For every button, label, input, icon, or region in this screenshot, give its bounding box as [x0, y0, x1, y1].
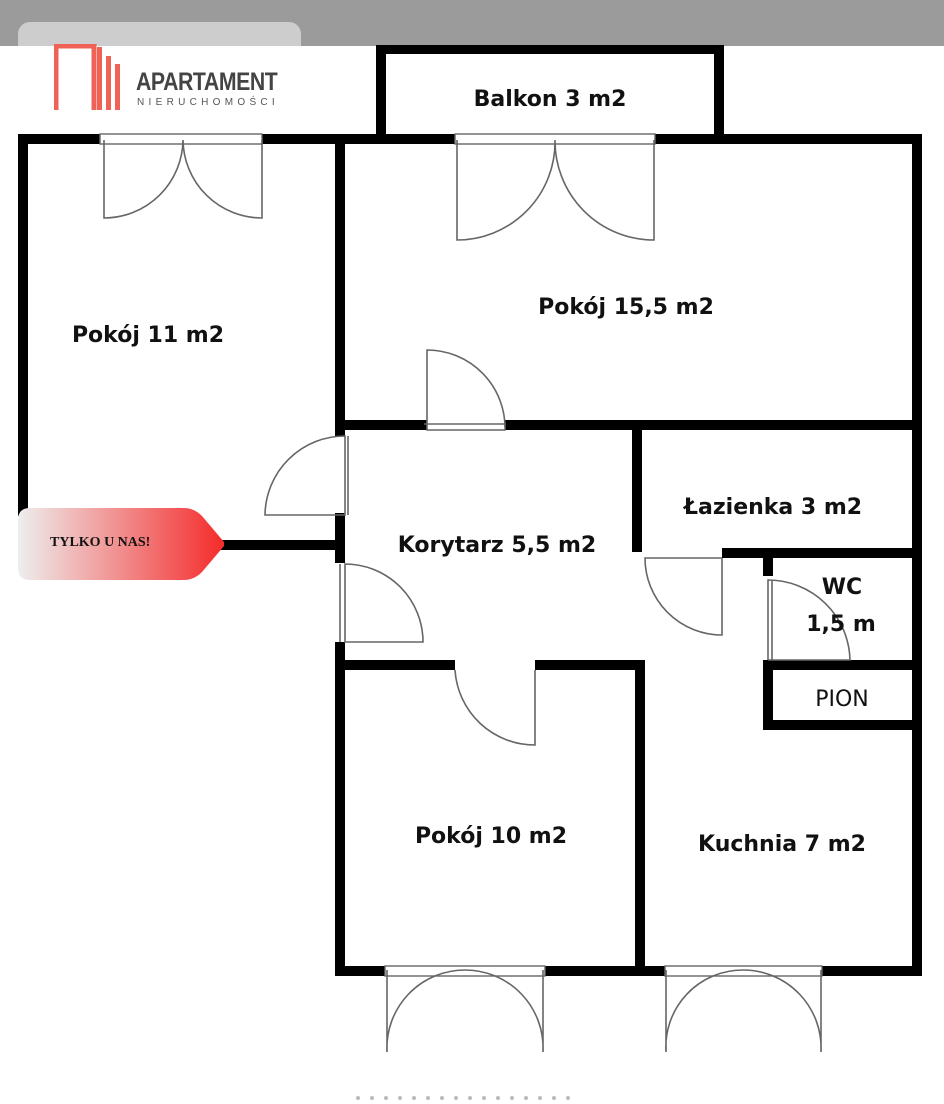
label-pion: PION — [815, 687, 869, 712]
label-wc-area: 1,5 m — [806, 612, 876, 637]
window-pokoj-10 — [384, 965, 546, 1053]
doors — [264, 349, 851, 746]
pagination-dot[interactable] — [412, 1096, 416, 1100]
label-lazienka: Łazienka 3 m2 — [683, 495, 862, 520]
logo-title: APARTAMENT — [136, 68, 278, 96]
label-wc: WC — [822, 575, 862, 600]
tab-shape — [18, 22, 301, 46]
pagination-dot[interactable] — [538, 1096, 542, 1100]
pagination-dot[interactable] — [384, 1096, 388, 1100]
label-balkon: Balkon 3 m2 — [474, 87, 627, 112]
label-pokoj-10: Pokój 10 m2 — [415, 824, 567, 849]
label-korytarz: Korytarz 5,5 m2 — [398, 533, 597, 558]
pagination-dot[interactable] — [496, 1096, 500, 1100]
pagination-dot[interactable] — [440, 1096, 444, 1100]
label-pokoj-15: Pokój 15,5 m2 — [538, 295, 714, 320]
window-pokoj-15 — [454, 133, 656, 241]
pagination-dot[interactable] — [356, 1096, 360, 1100]
pagination-dots[interactable] — [356, 1096, 570, 1100]
pagination-dot[interactable] — [566, 1096, 570, 1100]
logo-subtitle: NIERUCHOMOŚCI — [137, 97, 280, 108]
pagination-dot[interactable] — [454, 1096, 458, 1100]
label-kuchnia: Kuchnia 7 m2 — [698, 832, 866, 857]
window-kuchnia — [664, 965, 823, 1053]
walls — [18, 45, 922, 976]
pagination-dot[interactable] — [524, 1096, 528, 1100]
pagination-dot[interactable] — [426, 1096, 430, 1100]
pagination-dot[interactable] — [552, 1096, 556, 1100]
pagination-dot[interactable] — [510, 1096, 514, 1100]
label-pokoj-11: Pokój 11 m2 — [72, 323, 224, 348]
pagination-dot[interactable] — [370, 1096, 374, 1100]
pagination-dot[interactable] — [482, 1096, 486, 1100]
window-left-room — [99, 133, 263, 219]
pagination-dot[interactable] — [398, 1096, 402, 1100]
promo-badge — [18, 508, 224, 580]
logo-icon — [54, 44, 120, 110]
promo-badge-text: TYLKO U NAS! — [50, 535, 151, 550]
pagination-dot[interactable] — [468, 1096, 472, 1100]
